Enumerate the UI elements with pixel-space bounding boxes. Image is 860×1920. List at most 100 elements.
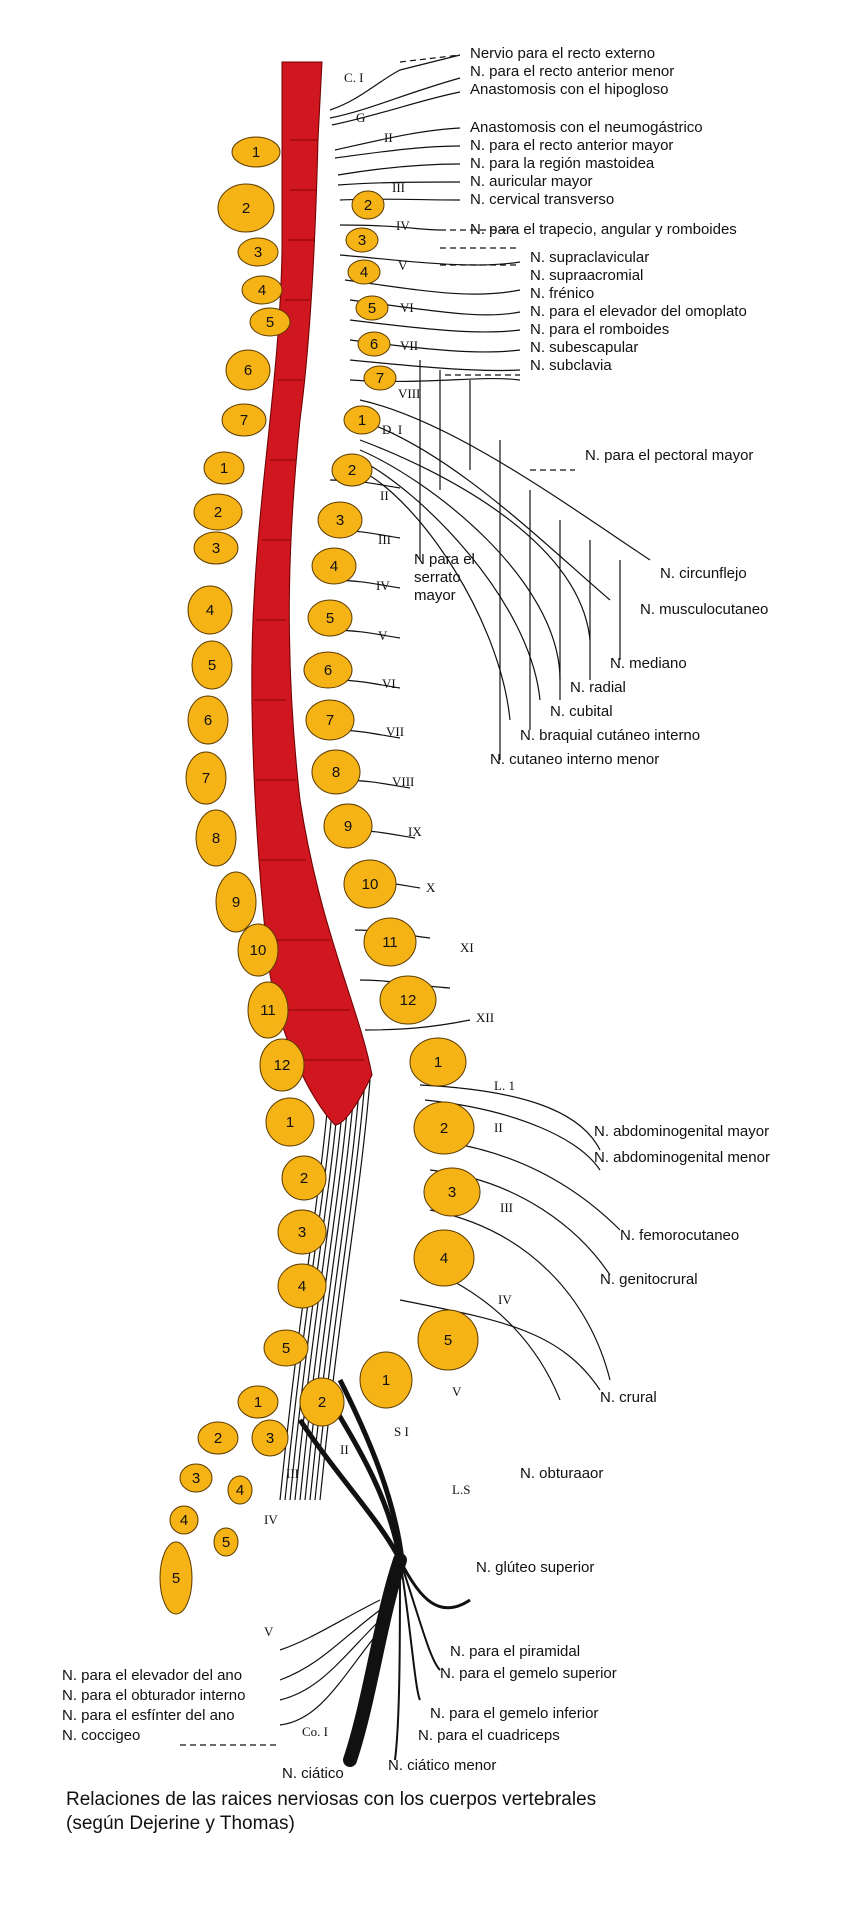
seg-label-g: G <box>356 110 365 125</box>
nerve-cervical-5 <box>339 224 441 231</box>
vertebra-right-7 <box>343 405 381 435</box>
seg-label-l4: IV <box>498 1292 512 1307</box>
nerve-brachial-a <box>359 399 651 561</box>
vertebra-left-label-13: 6 <box>204 712 212 729</box>
vertebra-left-label-17: 10 <box>250 942 267 959</box>
vertebra-right-5 <box>357 331 391 357</box>
label-cubital: N. cubital <box>550 703 613 720</box>
nerve-cervical-2b <box>334 145 461 159</box>
vertebra-right-label-19: 1 <box>434 1054 442 1071</box>
vertebra-right-4 <box>355 295 389 321</box>
vertebra-right-label-20: 2 <box>440 1120 448 1137</box>
nerve-plexus-1 <box>339 254 521 266</box>
vertebra-left-4 <box>241 275 283 305</box>
vertebra-left-label-3: 3 <box>254 244 262 261</box>
vertebra-left-label-20: 1 <box>286 1114 294 1131</box>
vertebra-right-22 <box>413 1229 475 1287</box>
vertebra-left-1 <box>231 136 281 168</box>
seg-label-d3: III <box>378 532 391 547</box>
vertebra-right-3 <box>347 259 381 285</box>
label-supraclavicular: N. supraclavicular <box>530 249 649 266</box>
vertebra-left-label-21: 2 <box>300 1170 308 1187</box>
vertebra-left-11 <box>187 585 233 635</box>
vertebra-left-label-22: 3 <box>298 1224 306 1241</box>
seg-label-s4: IV <box>264 1512 278 1527</box>
vertebra-right-14 <box>311 749 361 795</box>
nerve-labels-left: N. para el elevador del ano N. para el o… <box>62 1667 245 1744</box>
vertebra-left-label-7: 7 <box>240 412 248 429</box>
seg-label-c4: IV <box>396 218 410 233</box>
label-obturador-interno: N. para el obturador interno <box>62 1687 245 1704</box>
vertebra-left-25 <box>237 1385 279 1419</box>
nerve-cervical-1b <box>329 77 461 119</box>
vertebra-left-27 <box>179 1463 213 1493</box>
vertebra-right-15 <box>323 803 373 849</box>
nerve-brachial-d <box>359 449 561 681</box>
vertebra-right-label-3: 4 <box>360 264 368 281</box>
vertebra-left-15 <box>195 809 237 867</box>
vertebra-right-label-8: 2 <box>348 462 356 479</box>
seg-label-d9: IX <box>408 824 422 839</box>
vertebra-right-label-23: 5 <box>444 1332 452 1349</box>
nerve-labels-right: Nervio para el recto externo N. para el … <box>282 45 770 1782</box>
vertebra-right-label-1: 2 <box>364 197 372 214</box>
vertebra-right-label-16: 10 <box>362 876 379 893</box>
vertebra-right-28 <box>213 1527 239 1557</box>
vertebra-right-label-24: 1 <box>382 1372 390 1389</box>
label-abdominogenital-mayor: N. abdominogenital mayor <box>594 1123 769 1140</box>
vertebra-left-label-12: 5 <box>208 657 216 674</box>
nerve-brachial-f <box>359 469 511 721</box>
vertebra-left-label-2: 2 <box>242 200 250 217</box>
vertebra-left-label-29: 5 <box>172 1570 180 1587</box>
vertebra-left-label-11: 4 <box>206 602 214 619</box>
vertebra-right-9 <box>317 501 363 539</box>
seg-label-d2: II <box>380 488 389 503</box>
vertebra-right-12 <box>303 651 353 689</box>
vertebra-left-13 <box>187 695 229 745</box>
nerve-plexus-4 <box>349 319 521 333</box>
vertebra-right-label-17: 11 <box>382 934 398 951</box>
seg-label-d7: VII <box>386 724 404 739</box>
label-auricular-mayor: N. auricular mayor <box>470 173 593 190</box>
vertebra-right-20 <box>413 1101 475 1155</box>
vertebra-right-6 <box>363 365 397 391</box>
vertebra-left-9 <box>193 493 243 531</box>
label-piramidal: N. para el piramidal <box>450 1643 580 1660</box>
seg-label-d1: D. I <box>382 422 402 437</box>
vertebra-right-23 <box>417 1309 479 1371</box>
vertebra-left-21 <box>281 1155 327 1201</box>
label-serrato-1: N para el <box>414 551 475 568</box>
seg-label-c5: V <box>398 258 408 273</box>
seg-label-d6: VI <box>382 676 396 691</box>
vertebra-right-label-12: 6 <box>324 662 332 679</box>
vertebra-left-2 <box>217 183 275 233</box>
vertebra-left-24 <box>263 1329 309 1367</box>
label-ciatico: N. ciático <box>282 1765 344 1782</box>
vertebra-right-26 <box>251 1419 289 1457</box>
vertebra-right-label-25: 2 <box>318 1394 326 1411</box>
vertebra-right-label-26: 3 <box>266 1430 274 1447</box>
vertebra-left-22 <box>277 1209 327 1255</box>
label-recto-externo: Nervio para el recto externo <box>470 45 655 62</box>
label-gluteo-superior: N. glúteo superior <box>476 1559 594 1576</box>
seg-label-s2: II <box>340 1442 349 1457</box>
vertebra-left-6 <box>225 349 271 391</box>
seg-label-l5: V <box>452 1384 462 1399</box>
vertebra-left-label-16: 9 <box>232 894 240 911</box>
label-cervical-transverso: N. cervical transverso <box>470 191 614 208</box>
label-serrato-2: serrato <box>414 569 461 586</box>
segment-labels: C. I G II III IV V VI VII VIII D. I II I… <box>264 70 515 1739</box>
seg-label-c6: VI <box>400 300 414 315</box>
label-elevador-ano: N. para el elevador del ano <box>62 1667 242 1684</box>
vertebra-right-13 <box>305 699 355 741</box>
label-coccigeo: N. coccigeo <box>62 1727 140 1744</box>
label-subclavia: N. subclavia <box>530 357 612 374</box>
seg-label-s1: S I <box>394 1424 409 1439</box>
label-obturador: N. obturaaor <box>520 1465 603 1482</box>
nerve-brachial-b <box>359 419 611 601</box>
seg-label-d4: IV <box>376 578 390 593</box>
nerve-cervical-1 <box>329 54 461 111</box>
vertebra-right-label-7: 1 <box>358 412 366 429</box>
